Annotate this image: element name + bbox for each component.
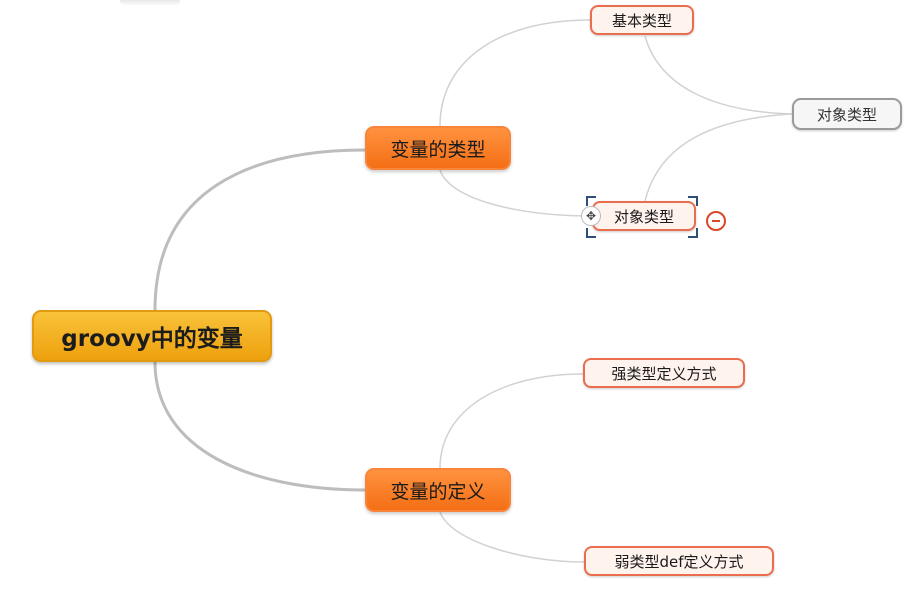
leaf-topic-label: 对象类型 xyxy=(613,207,674,226)
selection-handle-top-right[interactable] xyxy=(688,196,698,206)
floating-topic-object-types[interactable]: 对象类型 xyxy=(792,98,902,130)
leaf-topic-basic-types[interactable]: 基本类型 xyxy=(590,5,694,35)
selection-handle-top-left[interactable] xyxy=(586,196,596,206)
branch-topic-variable-definition[interactable]: 变量的定义 xyxy=(365,468,511,512)
leaf-topic-label: 强类型定义方式 xyxy=(611,364,717,383)
connector-root-branch-2 xyxy=(153,361,366,492)
selection-handle-bottom-right[interactable] xyxy=(688,228,698,238)
branch-topic-label: 变量的类型 xyxy=(390,138,486,161)
canvas-edge-shadow xyxy=(120,0,180,6)
connector-branch-2-leaf-1 xyxy=(439,373,584,469)
connector-leaf-2-floating xyxy=(644,113,793,202)
floating-topic-label: 对象类型 xyxy=(816,105,877,124)
move-handle-icon[interactable]: ✥ xyxy=(581,206,601,226)
branch-topic-variable-types[interactable]: 变量的类型 xyxy=(365,126,511,170)
connector-leaf-1-floating xyxy=(644,35,793,115)
collapse-minus-icon[interactable] xyxy=(706,211,726,231)
selection-handle-bottom-left[interactable] xyxy=(586,228,596,238)
leaf-topic-weak-typing-def[interactable]: 弱类型def定义方式 xyxy=(584,546,774,576)
connector-root-branch-1 xyxy=(153,148,366,311)
connector-branch-2-leaf-2 xyxy=(439,511,585,563)
connector-branch-1-leaf-2 xyxy=(439,169,593,217)
leaf-topic-strong-typing[interactable]: 强类型定义方式 xyxy=(583,358,745,388)
leaf-topic-label: 弱类型def定义方式 xyxy=(614,552,744,571)
leaf-topic-object-types[interactable]: 对象类型 xyxy=(592,201,696,231)
leaf-topic-label: 基本类型 xyxy=(611,11,672,30)
root-topic-label: groovy中的变量 xyxy=(61,326,243,352)
branch-topic-label: 变量的定义 xyxy=(390,480,486,503)
root-topic[interactable]: groovy中的变量 xyxy=(32,310,272,362)
connector-branch-1-leaf-1 xyxy=(439,19,591,127)
